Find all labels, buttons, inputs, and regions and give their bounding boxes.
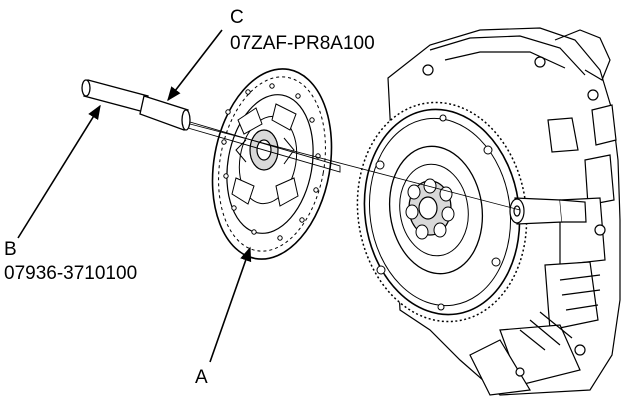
callout-c-letter: C: [230, 7, 244, 28]
centerline: [189, 123, 521, 211]
crankshaft-bolt: [509, 197, 587, 225]
leader-line-c: [167, 29, 223, 102]
leader-line-a: [209, 246, 252, 363]
callout-a-letter: A: [195, 367, 208, 388]
callout-b-letter: B: [4, 239, 17, 260]
clutch-disc: [211, 68, 333, 260]
flywheel: [356, 101, 528, 323]
alignment-shaft: [81, 79, 341, 173]
callout-b-part-number: 07936-3710100: [4, 263, 138, 284]
callout-c-part-number: 07ZAF-PR8A100: [230, 33, 375, 54]
leader-line-b: [17, 104, 101, 239]
